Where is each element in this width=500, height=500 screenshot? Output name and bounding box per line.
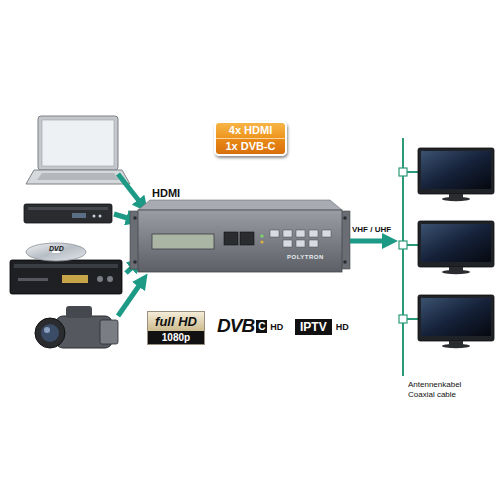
tv-icon (421, 298, 491, 336)
coax-cable (399, 241, 407, 249)
tv-icon (418, 221, 494, 274)
dvd-player-icon (18, 278, 48, 281)
tv-icon (442, 270, 470, 274)
dvd-player-icon (14, 264, 118, 268)
cable-label: Antennenkabel (408, 380, 461, 389)
modulator-device (270, 230, 279, 237)
tv-icon (418, 295, 494, 348)
settop-box-icon (28, 207, 108, 210)
settop-box-icon (99, 215, 102, 218)
feature-badge: 4x HDMI1x DVB-C (214, 121, 287, 156)
settop-box-icon (72, 213, 86, 218)
laptop-icon (42, 120, 114, 166)
hdmi-arrow (118, 174, 143, 206)
tv-icon (442, 344, 470, 348)
tv-icon (418, 295, 494, 341)
tv-icon (418, 221, 494, 267)
coax-cable (399, 168, 407, 176)
camcorder-icon (66, 306, 92, 318)
camcorder-icon (35, 318, 65, 348)
modulator-device (309, 240, 318, 247)
tv-icon (442, 197, 470, 201)
modulator-device (133, 216, 137, 220)
tv-icon (421, 151, 491, 189)
coax-cable (407, 318, 418, 320)
dvd-player-icon (10, 260, 122, 294)
logo-text: 1080p (148, 331, 204, 344)
modulator-device (240, 232, 254, 245)
logo-badge: IPTV HD (295, 319, 349, 335)
tv-icon (418, 148, 494, 201)
logo-text: DVB (217, 316, 254, 336)
laptop-icon (26, 170, 130, 184)
dvd-player-icon (26, 243, 86, 261)
modulator-device (138, 210, 342, 272)
tv-icon (421, 224, 491, 262)
laptop-icon (37, 173, 119, 180)
laptop-icon (38, 116, 118, 170)
band-label: VHF / UHF (352, 225, 391, 234)
rf-arrow (350, 241, 390, 242)
logo-text: HD (270, 322, 283, 333)
coax-cable (407, 244, 418, 246)
modulator-device (260, 234, 263, 237)
modulator-device (152, 234, 214, 249)
logo-text: HD (336, 322, 349, 333)
camcorder-icon (100, 320, 118, 344)
tv-icon (418, 148, 494, 194)
logo-text: 4x HDMI (216, 123, 285, 138)
modulator-device (309, 230, 318, 237)
settop-box-icon (93, 215, 96, 218)
modulator-device (296, 240, 305, 247)
logo-badge: DVBCHD (217, 316, 284, 336)
coax-cable (399, 138, 418, 376)
camcorder-icon (35, 306, 118, 348)
coax-cable (399, 315, 407, 323)
modulator-device (130, 200, 350, 272)
modulator-device (322, 230, 331, 237)
modulator-device (138, 200, 342, 210)
modulator-device (343, 260, 347, 264)
modulator-device (224, 232, 238, 245)
logo-badge: full HD1080p (147, 311, 205, 345)
dvd-player-icon (97, 276, 103, 282)
modulator-device (260, 240, 263, 243)
modulator-device (283, 230, 292, 237)
laptop-icon (26, 116, 130, 184)
modulator-device (283, 240, 292, 247)
dvd-player-icon (107, 276, 113, 282)
cable-label: Coaxial cable (408, 390, 456, 399)
connector-label: HDMI (152, 187, 180, 199)
settop-box-icon (24, 204, 112, 223)
camcorder-icon (41, 324, 59, 342)
rf-arrow (350, 239, 390, 244)
dvd-player-icon (62, 275, 88, 283)
modulator-device (296, 230, 305, 237)
settop-box-icon (24, 204, 112, 223)
modulator-device (343, 216, 347, 220)
logo-text: C (256, 320, 267, 333)
camcorder-icon (44, 327, 50, 333)
logo-text: full HD (148, 312, 204, 331)
coax-cable (407, 171, 418, 173)
logo-text: IPTV (295, 319, 332, 335)
logo-text: 1x DVB-C (216, 138, 285, 154)
dvd-player-icon (10, 243, 122, 294)
hdmi-arrow (118, 280, 143, 316)
brand-name: POLYTRON (287, 254, 324, 260)
modulator-device (133, 260, 137, 264)
disc-logo: DVD (49, 245, 64, 252)
